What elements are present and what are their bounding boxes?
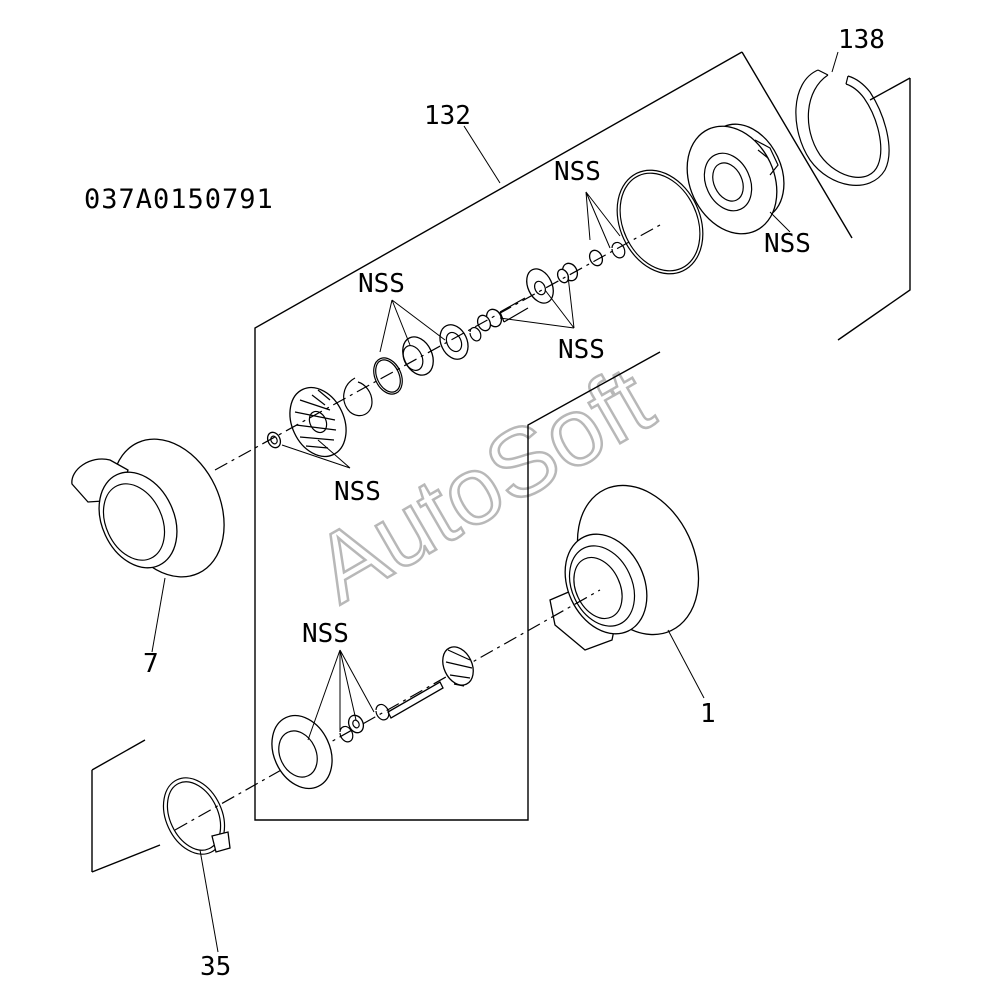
- leader-nss-upper: [585, 191, 621, 249]
- leader-35: [199, 849, 219, 953]
- callout-7: 7: [143, 649, 159, 679]
- callout-nss-upper: NSS: [554, 157, 601, 187]
- axis-upper: [214, 224, 661, 471]
- callout-35: 35: [200, 952, 231, 982]
- turbine-housing-1: [549, 484, 700, 651]
- thrust-parts: [402, 324, 469, 376]
- o-ring-small: [373, 357, 403, 395]
- frame-left: [91, 739, 161, 873]
- retaining-ring: [343, 377, 373, 417]
- callout-nss-lower: NSS: [302, 619, 349, 649]
- turbine-shaft: [387, 646, 474, 719]
- drawing-code: 037A0150791: [84, 184, 274, 215]
- callout-nss-wheel: NSS: [334, 477, 381, 507]
- leader-132: [463, 125, 501, 184]
- leader-nss-lower: [307, 649, 375, 741]
- small-rings-lower: [339, 703, 390, 743]
- assembly-132-frame: [254, 51, 853, 821]
- callout-nss-left: NSS: [358, 269, 405, 299]
- callout-138: 138: [838, 25, 885, 55]
- o-ring-large-inner: [619, 172, 701, 272]
- callout-nss-housing: NSS: [764, 229, 811, 259]
- compressor-wheel: [289, 386, 347, 458]
- leader-1: [667, 629, 705, 699]
- leader-nss-wheel: [281, 439, 351, 469]
- o-ring-small-inner: [375, 359, 401, 393]
- compressor-housing-7: [71, 438, 225, 578]
- frame-right: [837, 77, 911, 341]
- leader-nss-left: [379, 299, 446, 353]
- callout-nss-right: NSS: [558, 335, 605, 365]
- leader-138: [831, 51, 839, 73]
- heat-shield: [271, 714, 333, 790]
- callout-1: 1: [700, 699, 716, 729]
- leader-7: [151, 577, 166, 653]
- bearing-housing: [686, 123, 785, 235]
- clamp-35: [162, 777, 231, 855]
- leader-nss-right: [499, 275, 575, 329]
- nut: [266, 431, 282, 449]
- callout-132: 132: [424, 101, 471, 131]
- o-ring-large: [616, 169, 704, 275]
- leader-nss-housing: [769, 211, 791, 233]
- snap-ring-138: [795, 69, 890, 186]
